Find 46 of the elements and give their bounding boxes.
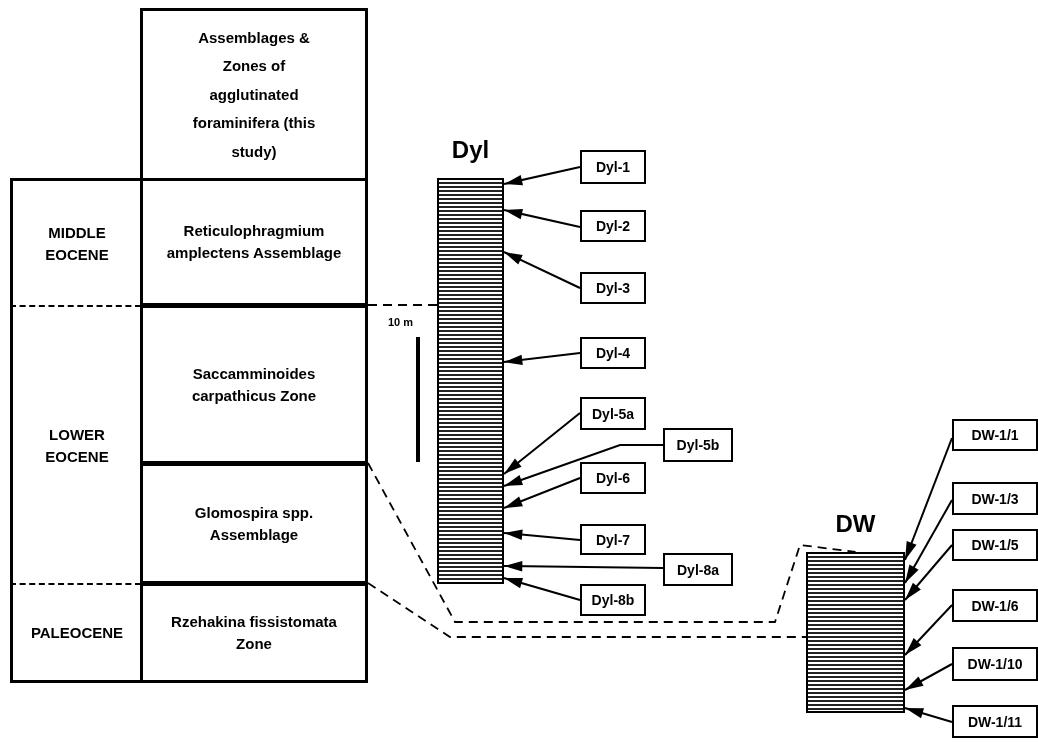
sample-label: DW-1/1 xyxy=(952,419,1038,451)
sample-label: Dyl-6 xyxy=(580,462,646,494)
arrow xyxy=(503,444,664,487)
arrow xyxy=(904,604,953,656)
sample-label: Dyl-5a xyxy=(580,397,646,430)
sample-label: Dyl-3 xyxy=(580,272,646,304)
arrow xyxy=(503,561,664,572)
zone-cell: Rzehakina fissistomata Zone xyxy=(140,583,368,683)
zone-cell: Glomospira spp. Assemblage xyxy=(140,463,368,584)
sample-label: DW-1/3 xyxy=(952,482,1038,515)
sample-label: DW-1/6 xyxy=(952,589,1038,622)
sample-label: Dyl-4 xyxy=(580,337,646,369)
column-title: DW xyxy=(834,510,877,538)
zone-cell: Reticulophragmium amplectens Assemblage xyxy=(140,178,368,306)
arrow xyxy=(904,663,953,691)
sample-label: Dyl-5b xyxy=(663,428,733,462)
arrow xyxy=(503,251,581,289)
arrow xyxy=(503,166,581,186)
zone-cell: Saccamminoides carpathicus Zone xyxy=(140,305,368,464)
epoch-cell: LOWER EOCENE xyxy=(10,305,141,584)
table-header-cell: Assemblages & Zones of agglutinated foraminifera (this study) xyxy=(140,8,368,179)
sample-label: Dyl-2 xyxy=(580,210,646,242)
arrow xyxy=(503,477,581,509)
arrow xyxy=(904,499,953,584)
arrow xyxy=(904,707,953,723)
scale-label: 10 m xyxy=(388,316,414,328)
arrow xyxy=(503,352,581,366)
arrow xyxy=(503,529,581,541)
sample-label: Dyl-8a xyxy=(663,553,733,586)
sample-label: Dyl-8b xyxy=(580,584,646,616)
sample-label: DW-1/11 xyxy=(952,705,1038,738)
correlation-line xyxy=(367,462,857,623)
arrow xyxy=(904,544,953,601)
epoch-cell: MIDDLE EOCENE xyxy=(10,178,141,306)
sample-label: DW-1/5 xyxy=(952,529,1038,561)
column-title: Dyl xyxy=(450,136,491,164)
sample-label: Dyl-7 xyxy=(580,524,646,555)
correlation-line xyxy=(367,582,807,638)
arrow xyxy=(904,437,953,561)
arrow xyxy=(503,577,581,601)
arrow xyxy=(503,412,581,475)
correlation-line xyxy=(367,304,438,306)
sample-label: Dyl-1 xyxy=(580,150,646,184)
arrow xyxy=(503,208,581,228)
sample-label: DW-1/10 xyxy=(952,647,1038,681)
epoch-cell: PALEOCENE xyxy=(10,583,141,683)
